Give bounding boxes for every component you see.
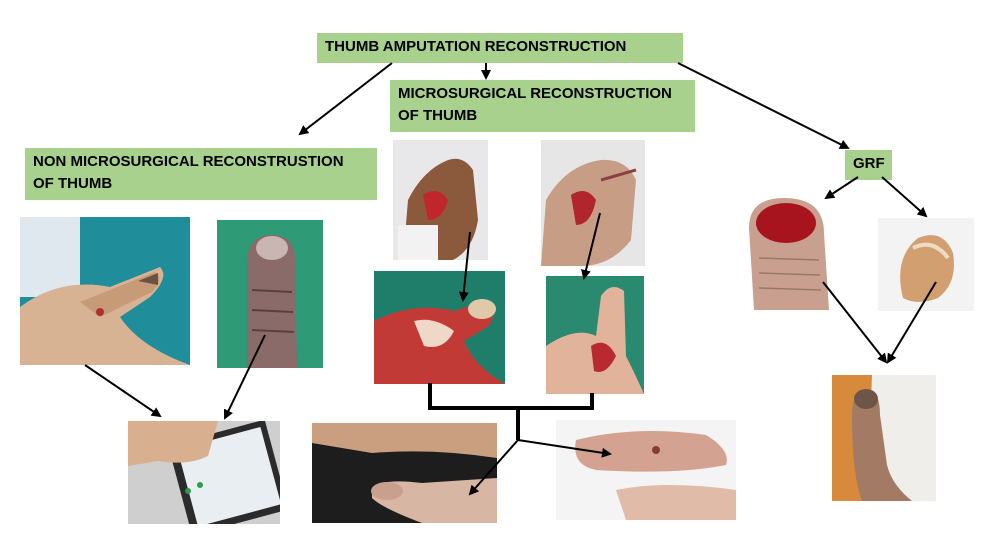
photo-micro-flap-2 bbox=[546, 276, 644, 394]
photo-grf-result bbox=[832, 375, 936, 501]
photo-grf-amputated-thumb bbox=[724, 188, 849, 310]
grf-label: GRF bbox=[845, 150, 892, 180]
non-microsurgical-label: NON MICROSURGICAL RECONSTRUSTION OF THUM… bbox=[25, 148, 377, 200]
photo-micro-donor-hand-2 bbox=[541, 140, 645, 266]
photo-micro-flap-1 bbox=[374, 271, 505, 384]
photo-grf-graft bbox=[878, 218, 974, 311]
photo-nonmicro-amputated-thumb bbox=[20, 217, 190, 365]
arrow-root-to-nonmicro bbox=[298, 62, 393, 136]
photo-micro-donor-hand-1 bbox=[393, 140, 488, 260]
photo-nonmicro-phone-use bbox=[128, 421, 280, 524]
photo-micro-result-1 bbox=[312, 423, 497, 523]
photo-nonmicro-reconstructed-thumb bbox=[217, 220, 323, 368]
arrow-root-to-grf bbox=[677, 62, 850, 149]
photo-micro-result-2 bbox=[556, 420, 736, 520]
arrow-nonmicro-1 bbox=[84, 364, 162, 418]
root-label: THUMB AMPUTATION RECONSTRUCTION bbox=[317, 33, 683, 63]
microsurgical-label: MICROSURGICAL RECONSTRUCTION OF THUMB bbox=[390, 80, 695, 132]
arrow-grf-right bbox=[881, 176, 928, 218]
